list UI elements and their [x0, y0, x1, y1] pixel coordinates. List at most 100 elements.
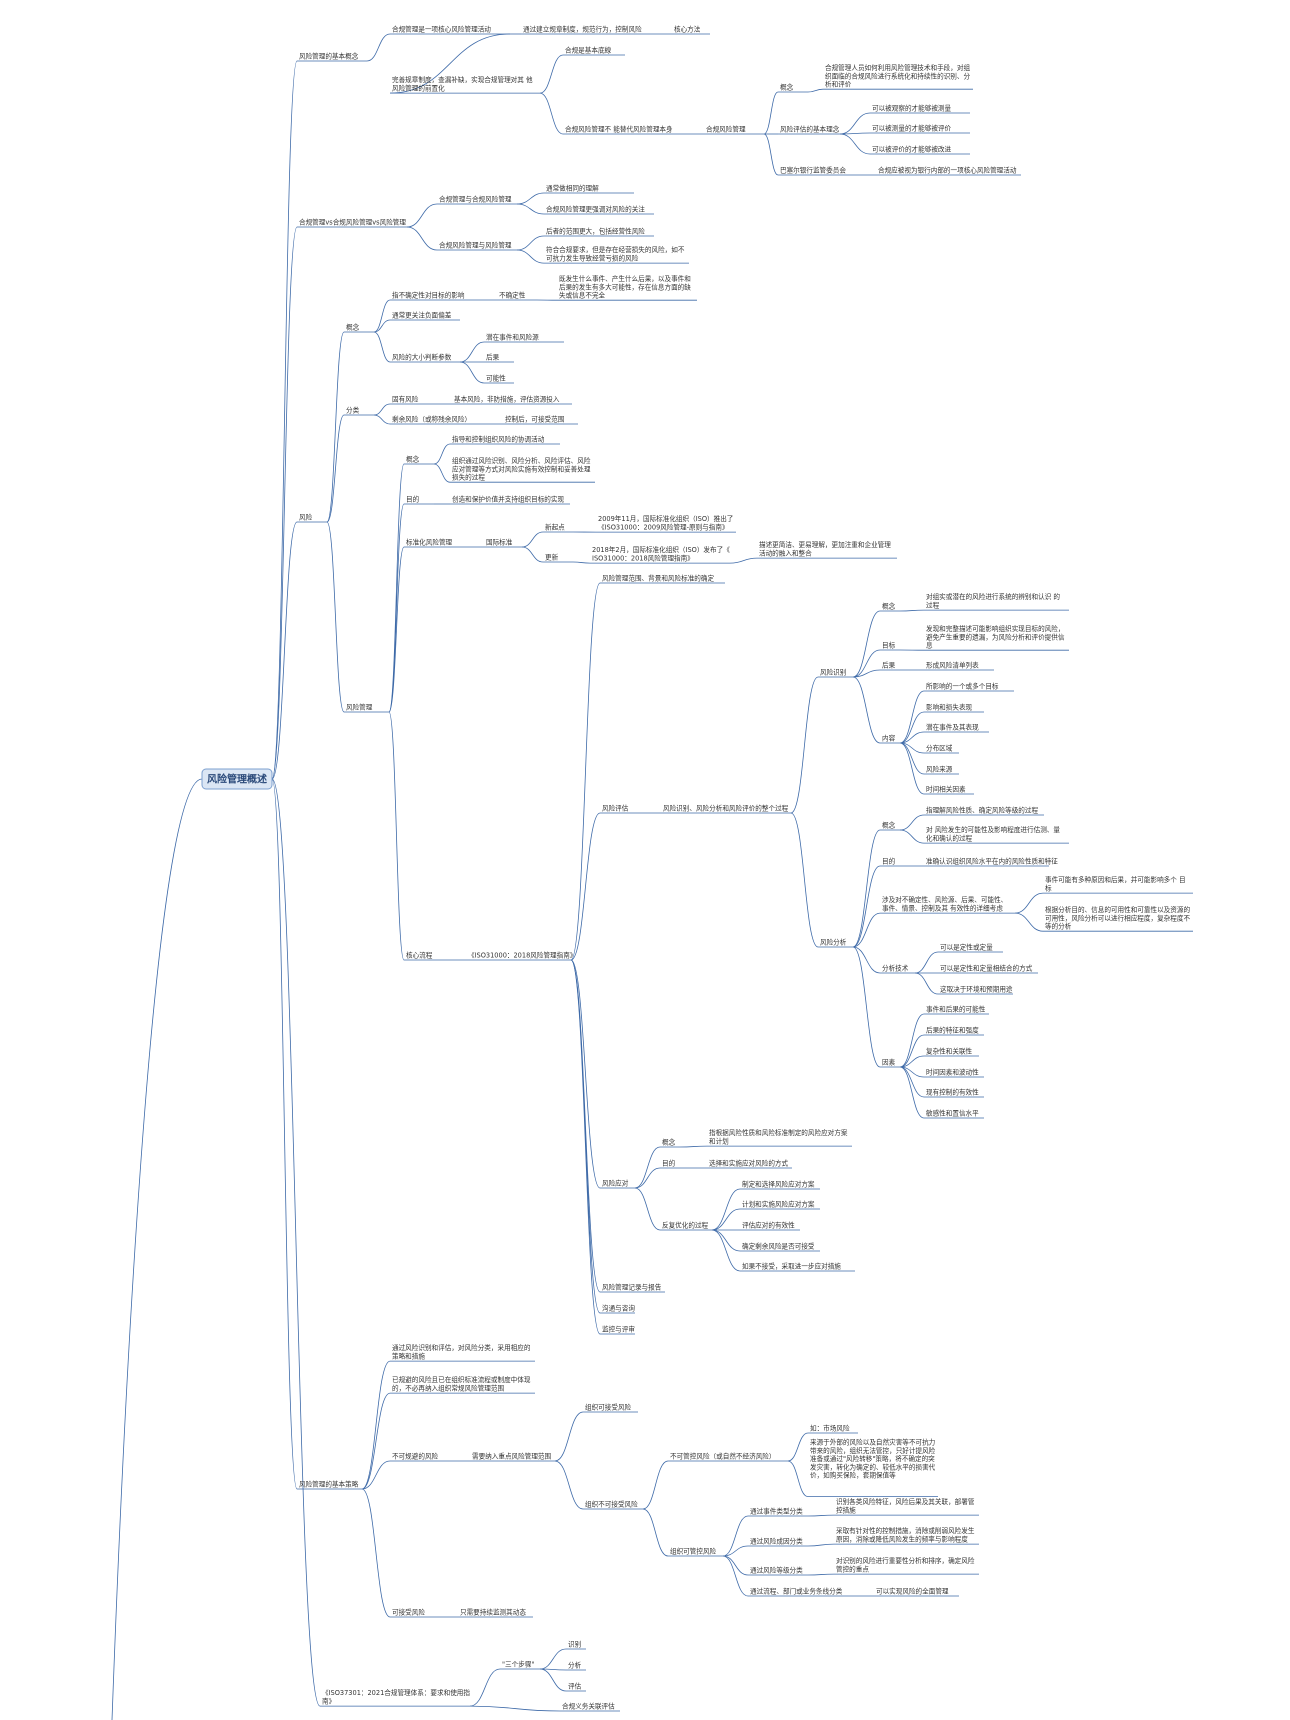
mind-map-node[interactable]: 来源于外部的风险以及自然灾害等不可抗力带来的风险，组织无法管控，只好计提风险准备…	[808, 1438, 938, 1497]
mind-map-node[interactable]: 潜在事件和风险源	[484, 332, 564, 343]
mind-map-node[interactable]: 后者的范围更大，包括经营性风险	[544, 226, 654, 237]
mind-map-node[interactable]: 风险应对	[600, 1178, 635, 1189]
mind-map-node[interactable]: 合规管理人员如何利用风险管理技术和手段，对组织面临的合规风险进行系统化和持续性的…	[823, 63, 973, 90]
mind-map-node[interactable]: 国际标准	[484, 537, 522, 548]
mind-map-node[interactable]: 控制后，可接受范围	[503, 414, 578, 425]
mind-map-node[interactable]: 描述更简洁、更易理解，更加注重和企业管理活动的融入和整合	[757, 540, 897, 559]
mind-map-node[interactable]: 合规应被视为银行内部的一项核心风险管理活动	[876, 165, 1021, 176]
mind-map-node[interactable]: 复杂性和关联性	[924, 1046, 979, 1057]
mind-map-node[interactable]: 合规是基本底線	[563, 45, 625, 56]
mind-map-node[interactable]: 计划和实施风险应对方案	[740, 1199, 820, 1210]
mind-map-node[interactable]: 概念	[404, 454, 434, 465]
mind-map-node[interactable]: 通过流程、部门或业务条线分类	[748, 1586, 853, 1597]
mind-map-node[interactable]: 《ISO31000：2018风险管理指南》	[466, 950, 576, 961]
mind-map-node[interactable]: 已规避的风险且已在组织标准流程或制度中体现的，不必再纳入组织常规风险管理范围	[390, 1375, 535, 1394]
mind-map-node[interactable]: 影响和损失表现	[924, 702, 984, 713]
mind-map-node[interactable]: 风险来源	[924, 764, 959, 775]
mind-map-node[interactable]: 合规风险管理更强调对风险的关注	[544, 204, 654, 215]
mind-map-node[interactable]: 通过风险识别和评估，对风险分类，采用相应的策略和措施	[390, 1343, 535, 1362]
mind-map-node[interactable]: 组织不可接受风险	[583, 1499, 643, 1510]
mind-map-node[interactable]: 指根据风险性质和风险标准制定的风险应对方案和计划	[707, 1128, 852, 1147]
mind-map-node[interactable]: 可以是定性和定量相结合的方式	[938, 963, 1038, 974]
mind-map-node[interactable]: 风险	[297, 512, 327, 523]
mind-map-node[interactable]: 风险管理的基本概念	[297, 51, 367, 62]
mind-map-node[interactable]: 不可管控风险（或自然不经济风险）	[668, 1451, 788, 1462]
mind-map-node[interactable]: 可以被评价的才能够被改进	[870, 144, 970, 155]
mind-map-node[interactable]: 可以实现风险的全面管理	[874, 1586, 959, 1597]
mind-map-node[interactable]: 准确认识组织风险水平在内的风险性质和特征	[924, 856, 1058, 867]
mind-map-node[interactable]: 创造和保护价值并支持组织目标的实现	[450, 494, 570, 505]
mind-map-node[interactable]: 可以是定性或定量	[938, 942, 1003, 953]
mind-map-node[interactable]: 组织可接受风险	[583, 1402, 638, 1413]
mind-map-node[interactable]: 监控与评审	[600, 1324, 635, 1335]
mind-map-node[interactable]: 选择和实施应对风险的方式	[707, 1158, 792, 1169]
mind-map-node[interactable]: 如：市场风险	[808, 1423, 858, 1434]
mind-map-node[interactable]: 风险的大小判断参数	[390, 352, 460, 363]
mind-map-node[interactable]: 目的	[404, 494, 434, 505]
mind-map-node[interactable]: 目的	[660, 1158, 680, 1169]
mind-map-node[interactable]: 内容	[880, 733, 900, 744]
mind-map-node[interactable]: 巴塞尔银行监管委员会	[778, 165, 854, 176]
mind-map-node[interactable]: 所影响的一个或多个目标	[924, 681, 1014, 692]
mind-map-node[interactable]: 需要纳入重点风险管理范围	[470, 1451, 555, 1462]
mind-map-node[interactable]: 后果	[880, 660, 900, 671]
mind-map-node[interactable]: 如果不接受，采取进一步应对措施	[740, 1261, 855, 1272]
mind-map-node[interactable]: 评估应对的有效性	[740, 1220, 800, 1231]
mind-map-node[interactable]: 风险分析	[818, 937, 853, 948]
mind-map-node[interactable]: 风险管理范围、背景和风险标准的确定	[600, 573, 725, 584]
mind-map-node[interactable]: 《ISO37301：2021合规管理体系：要求和使用指南》	[320, 1688, 470, 1707]
mind-map-node[interactable]: 对识别的风险进行重要性分析和排序，确定风险管控的重点	[834, 1556, 979, 1575]
mind-map-node[interactable]: 指导和控制组织风险的协调活动	[450, 434, 560, 445]
mind-map-node[interactable]: 只需要持续监测其动态	[458, 1607, 533, 1618]
mind-map-node[interactable]: 确定剩余风险是否可接受	[740, 1241, 820, 1252]
mind-map-node[interactable]: 根据分析目的、信息的可用性和可靠性以及资源的可用性，风险分析可以进行相应程度，复…	[1043, 905, 1193, 932]
mind-map-node[interactable]: 新起点	[543, 522, 573, 533]
mind-map-node[interactable]: 可以被测量的才能够被评价	[870, 123, 970, 134]
mind-map-node[interactable]: 合规管理是一项核心风险管理活动	[390, 24, 510, 35]
mind-map-node[interactable]: 风险评估的基本理念	[778, 124, 840, 135]
mind-map-node[interactable]: 组织可管控风险	[668, 1546, 723, 1557]
mind-map-node[interactable]: 采取有针对性的控制措施，消除或削弱风险发生原因，消除或降低风险发生的频率与影响程…	[834, 1526, 979, 1545]
mind-map-node[interactable]: 涉及对不确定性、风险源、后果、可能性、事件、情景、控制及其 有效性的详细考虑	[880, 895, 1015, 914]
mind-map-node[interactable]: 现有控制的有效性	[924, 1087, 984, 1098]
mind-map-node[interactable]: 固有风险	[390, 394, 435, 405]
mind-map-node[interactable]: 概念	[660, 1137, 680, 1148]
mind-map-node[interactable]: 更新	[543, 552, 573, 563]
mind-map-node[interactable]: 目标	[880, 640, 900, 651]
mind-map-node[interactable]: "三个步骤"	[500, 1659, 540, 1670]
mind-map-node[interactable]: 通过风险成因分类	[748, 1536, 808, 1547]
mind-map-node[interactable]: 通常做相同的理解	[544, 183, 634, 194]
mind-map-node[interactable]: 符合合规要求，但是存在经营损失的风险，如不可抗力发生导致经营亏损的风险	[544, 245, 689, 264]
mind-map-node[interactable]: 合规风险管理与风险管理	[437, 240, 517, 251]
mind-map-node[interactable]: 风险管理记录与报告	[600, 1282, 665, 1293]
mind-map-node[interactable]: 发现和完整描述可能影响组织实现目标的风险，避免产生重要的遗漏，为风险分析和评价提…	[924, 624, 1069, 651]
mind-map-node[interactable]: 指不确定性对目标的影响	[390, 290, 480, 301]
mind-map-node[interactable]: 识别	[566, 1639, 586, 1650]
mind-map-node[interactable]: 概念	[880, 820, 900, 831]
mind-map-node[interactable]: 对组实或潜在的风险进行系统的辨别和认识 的过程	[924, 592, 1069, 611]
mind-map-node[interactable]: 沟通与咨询	[600, 1303, 635, 1314]
mind-map-node[interactable]: 反复优化的过程	[660, 1220, 712, 1231]
mind-map-node[interactable]: 敏感性和置信水平	[924, 1108, 984, 1119]
mind-map-node[interactable]: 组织通过风险识别、风险分析、风险评估、风险应对管理等方式对风险实施有效控制和妥善…	[450, 456, 595, 483]
mind-map-node[interactable]: 指理解风险性质、确定风险等级的过程	[924, 805, 1044, 816]
mind-map-node[interactable]: 识别各类风险特征，风险后果及其关联，部署管控措施	[834, 1497, 979, 1516]
mind-map-node[interactable]: 通过事件类型分类	[748, 1506, 808, 1517]
mind-map-node[interactable]: 后果	[484, 352, 514, 363]
mind-map-node[interactable]: 可能性	[484, 373, 514, 384]
mind-map-node[interactable]: 分析	[566, 1660, 586, 1671]
mind-map-node[interactable]: 风险管理的基本策略	[297, 1479, 362, 1490]
mind-map-node[interactable]: 核心方法	[672, 24, 710, 35]
mind-map-node[interactable]: 不可规避的风险	[390, 1451, 440, 1462]
mind-map-node[interactable]: 形成风险清单列表	[924, 660, 994, 671]
mind-map-node[interactable]: 潜在事件及其表现	[924, 722, 989, 733]
mind-map-node[interactable]: 合规风险管理	[704, 124, 764, 135]
mind-map-node[interactable]: 2009年11月，国际标准化组织（ISO）推出了《ISO31000：2009风险…	[596, 514, 736, 533]
mind-map-node[interactable]: 剩余风险（或称残余风险）	[390, 414, 480, 425]
mind-map-node[interactable]: 事件和后果的可能性	[924, 1004, 989, 1015]
mind-map-node[interactable]: 分布区域	[924, 743, 959, 754]
mind-map-node[interactable]: 合规管理vs合规风险管理vs风险管理	[297, 217, 407, 228]
mind-map-node[interactable]: 核心流程	[404, 950, 444, 961]
mind-map-node[interactable]: 概念	[880, 601, 900, 612]
mind-map-node[interactable]: 风险管理	[344, 702, 389, 713]
